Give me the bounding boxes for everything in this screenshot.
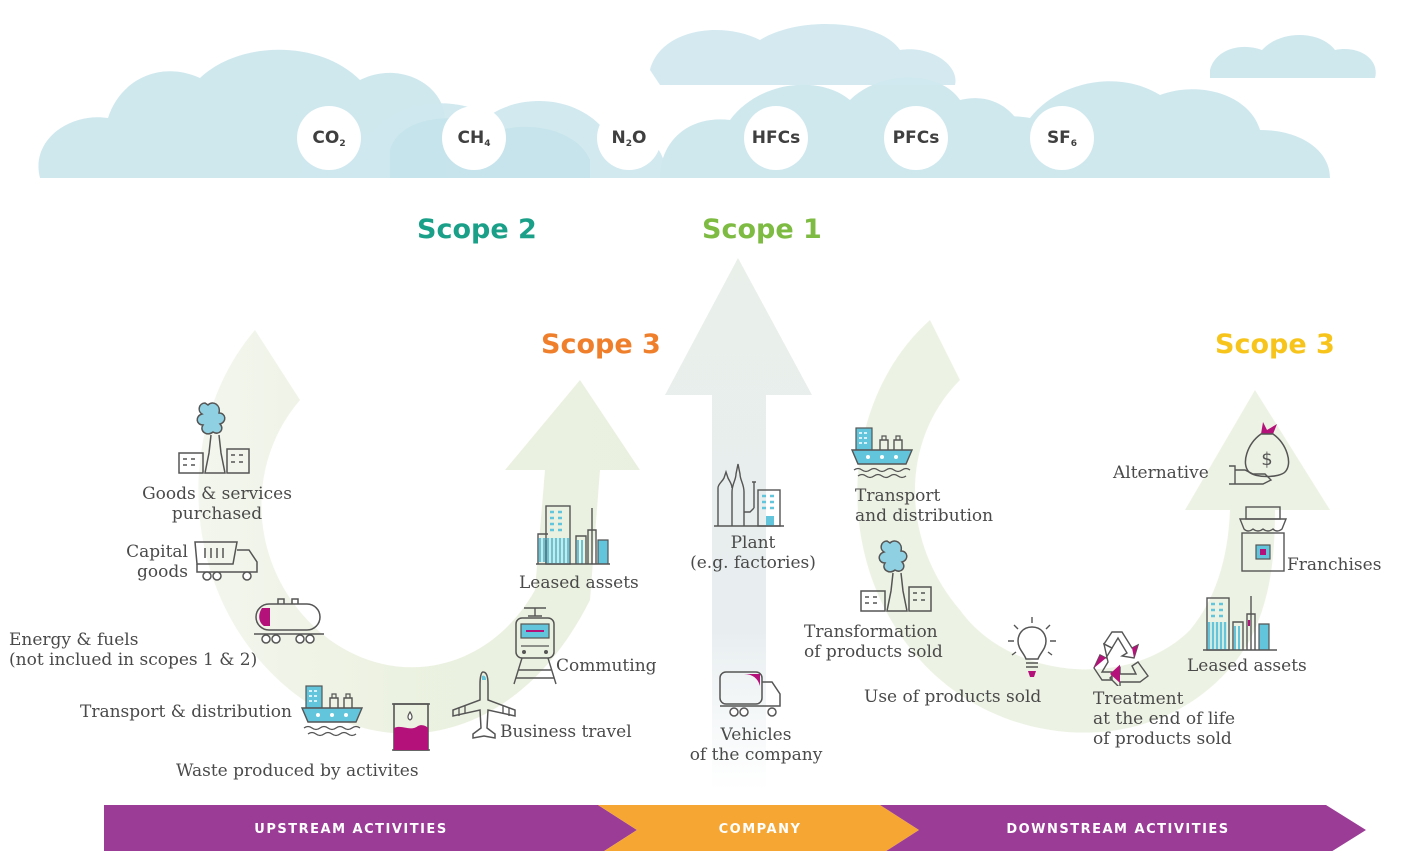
cargo-ship-icon xyxy=(300,685,364,737)
gas-ch4-label: CH4 xyxy=(457,127,491,149)
shop-icon xyxy=(1238,506,1288,572)
tank-car-icon xyxy=(254,598,324,644)
city-buildings-icon xyxy=(536,505,610,565)
gas-hfcs-label: HFCs xyxy=(751,128,801,148)
waste-label: Waste produced by activites xyxy=(176,761,419,781)
waste-barrel-icon xyxy=(392,703,430,751)
scope3-upstream-heading: Scope 3 xyxy=(541,329,661,360)
money-bag-hand-icon: $ xyxy=(1229,422,1290,485)
factory-smoke-icon xyxy=(860,540,932,612)
business-travel-label: Business travel xyxy=(500,722,632,742)
franchises-label: Franchises xyxy=(1287,555,1382,575)
gas-pfcs-label: PFCs xyxy=(892,128,940,148)
city-buildings-icon xyxy=(1203,596,1277,651)
company-truck-icon xyxy=(719,671,781,717)
factory-smoke-icon xyxy=(178,402,250,474)
train-icon xyxy=(513,607,557,685)
gas-co2-badge: CO2 xyxy=(297,106,361,170)
cargo-ship-icon xyxy=(850,427,914,479)
upstream-activities-band: UPSTREAM ACTIVITIES xyxy=(254,822,448,837)
scope2-heading: Scope 2 xyxy=(417,214,537,245)
upstream-transport-label: Transport & distribution xyxy=(79,702,292,722)
plant-buildings-icon xyxy=(714,463,784,527)
company-up-arrow xyxy=(665,258,812,790)
gas-sf6-badge: SF6 xyxy=(1030,106,1094,170)
energy-fuels-label: Energy & fuels(not inclued in scopes 1 &… xyxy=(9,630,258,670)
gas-sf6-label: SF6 xyxy=(1046,127,1078,149)
airplane-icon xyxy=(452,671,516,739)
gas-co2-label: CO2 xyxy=(312,127,346,149)
commuting-label: Commuting xyxy=(556,656,657,676)
gas-n2o-label: N2O xyxy=(611,127,647,149)
company-band: COMPANY xyxy=(718,822,802,837)
svg-text:$: $ xyxy=(1261,449,1272,470)
alternative-label: Alternative xyxy=(1113,463,1209,483)
scope1-heading: Scope 1 xyxy=(702,214,822,245)
upstream-leased-assets-label: Leased assets xyxy=(519,573,639,593)
lightbulb-icon xyxy=(1008,617,1056,677)
use-products-label: Use of products sold xyxy=(864,687,1042,707)
recycle-icon xyxy=(1093,631,1149,686)
gas-n2o-badge: N2O xyxy=(597,106,661,170)
downstream-activities-band: DOWNSTREAM ACTIVITIES xyxy=(1006,822,1230,837)
plant-label: Plant(e.g. factories) xyxy=(690,533,816,573)
gas-pfcs-badge: PFCs xyxy=(884,106,948,170)
downstream-leased-assets-label: Leased assets xyxy=(1187,656,1307,676)
gas-ch4-badge: CH4 xyxy=(442,106,506,170)
scope3-downstream-heading: Scope 3 xyxy=(1215,329,1335,360)
gas-hfcs-badge: HFCs xyxy=(744,106,808,170)
dump-truck-icon xyxy=(194,541,258,581)
